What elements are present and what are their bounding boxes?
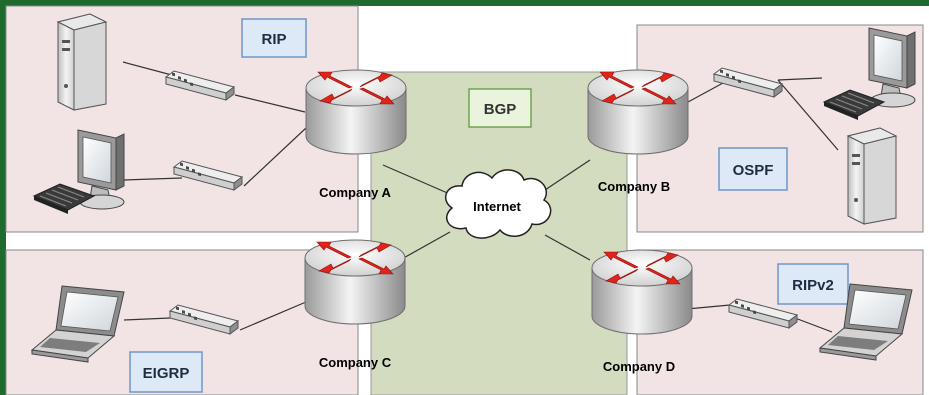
router-company-b-icon (587, 69, 689, 155)
ospf-label: OSPF (733, 162, 774, 179)
desktop-icon (868, 27, 916, 108)
server-icon (57, 13, 107, 111)
eigrp-label-box (129, 351, 203, 393)
company-c-label: Company C (319, 355, 392, 370)
internet-label: Internet (473, 199, 521, 214)
rip-label-box (241, 18, 307, 58)
slide-left-border (0, 0, 6, 395)
ospf-label-box (718, 147, 788, 191)
rip-label: RIP (261, 31, 286, 48)
company-b-label: Company B (598, 179, 670, 194)
router-company-a-icon (305, 69, 407, 155)
network-links (122, 61, 839, 333)
title-strip (0, 0, 929, 6)
router-company-c-icon (304, 239, 406, 325)
ripv2-label-box (777, 263, 849, 305)
router-company-d-icon (591, 249, 693, 335)
server-icon (847, 127, 897, 225)
bgp-label: BGP (484, 101, 517, 118)
eigrp-label: EIGRP (143, 365, 190, 382)
company-d-label: Company D (603, 359, 675, 374)
company-a-label: Company A (319, 185, 391, 200)
bgp-label-box (468, 88, 532, 128)
ripv2-label: RIPv2 (792, 277, 834, 294)
internet-cloud (444, 169, 552, 239)
